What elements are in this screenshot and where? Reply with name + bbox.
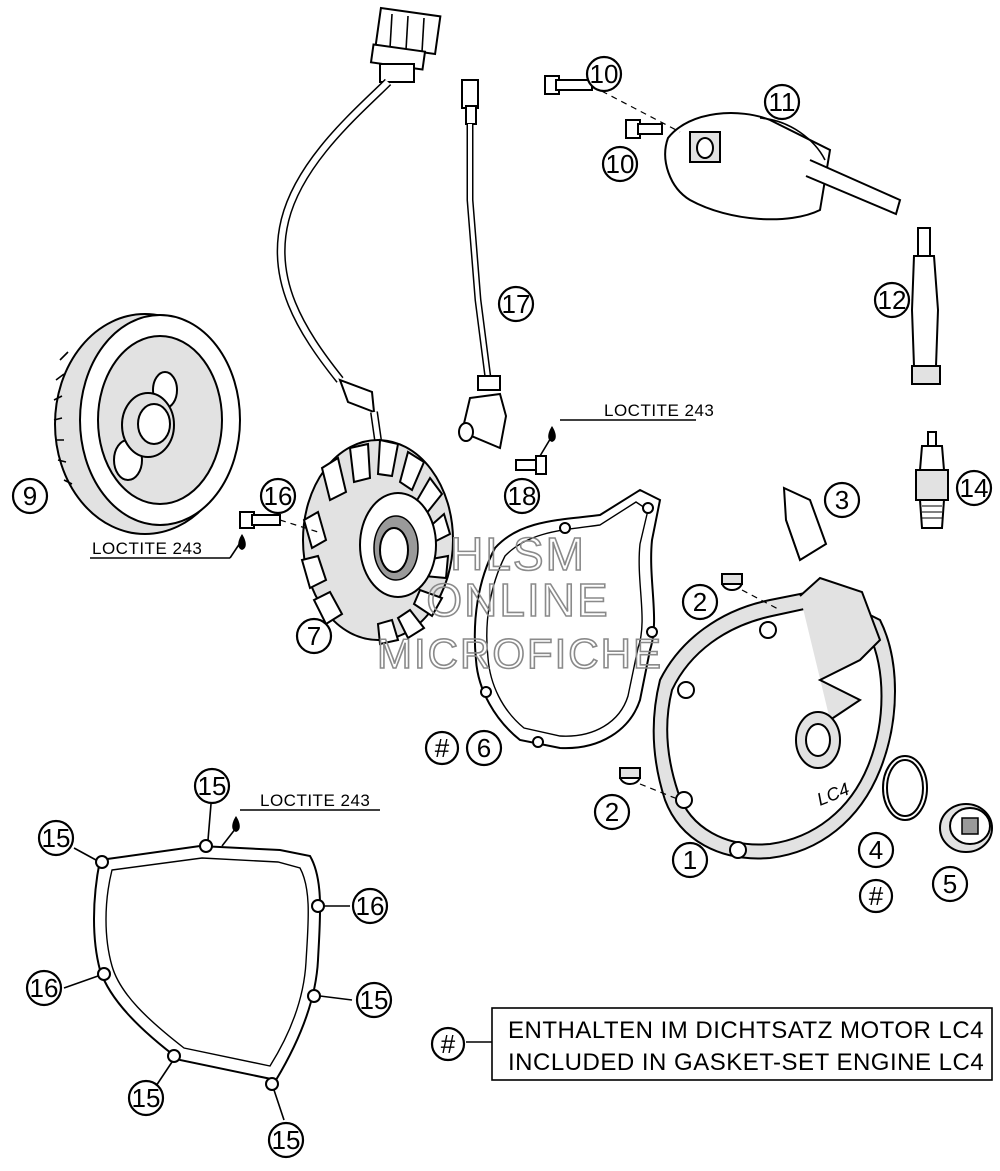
o-ring <box>882 755 928 821</box>
svg-text:3: 3 <box>835 485 849 515</box>
watermark-line-2: ONLINE <box>426 574 609 626</box>
callout-11: 11 <box>763 83 801 121</box>
svg-text:16: 16 <box>264 481 293 511</box>
svg-text:16: 16 <box>356 891 385 921</box>
callout-4-hash: # <box>858 878 894 914</box>
svg-text:17: 17 <box>502 289 531 319</box>
stator-cover-gasket <box>93 839 325 1091</box>
callout-16-left: 16 <box>25 969 63 1007</box>
legend-line-1: ENTHALTEN IM DICHTSATZ MOTOR LC4 <box>508 1017 984 1044</box>
callout-6-hash: # <box>424 730 460 766</box>
loctite-label-left: LOCTITE 243 <box>92 539 202 558</box>
callout-5: 5 <box>931 865 969 903</box>
legend: # ENTHALTEN IM DICHTSATZ MOTOR LC4 INCLU… <box>430 1007 993 1081</box>
callout-17: 17 <box>497 285 535 323</box>
cable-guide-clip <box>782 486 828 562</box>
svg-text:#: # <box>435 733 450 763</box>
adhesive-drop-icon <box>232 816 240 832</box>
svg-text:11: 11 <box>769 87 796 117</box>
flywheel-rotor <box>53 313 241 535</box>
generator-cover-gasket <box>473 488 662 750</box>
svg-text:15: 15 <box>272 1125 301 1155</box>
callout-3: 3 <box>823 481 861 519</box>
legend-symbol-circle <box>430 1026 466 1062</box>
callout-16-right: 16 <box>351 887 389 925</box>
loctite-note-left: LOCTITE 243 <box>90 534 246 559</box>
callout-16-stator: 16 <box>259 477 297 515</box>
legend-symbol: # <box>441 1029 456 1059</box>
pickup-sensor-lead <box>458 79 508 450</box>
dowel-pin-upper <box>721 573 781 611</box>
svg-text:15: 15 <box>198 771 227 801</box>
callout-2-lower: 2 <box>593 793 631 831</box>
svg-text:15: 15 <box>42 823 71 853</box>
leader-lines <box>63 803 353 1121</box>
svg-text:14: 14 <box>960 473 989 503</box>
callout-15-top: 15 <box>193 767 231 805</box>
stator-screw <box>239 511 319 533</box>
callout-14: 14 <box>955 469 993 507</box>
callout-4: 4 <box>857 831 895 869</box>
svg-text:5: 5 <box>943 869 957 899</box>
callout-6: 6 <box>465 729 503 767</box>
legend-line-2: INCLUDED IN GASKET-SET ENGINE LC4 <box>508 1049 984 1076</box>
loctite-label-bottom: LOCTITE 243 <box>260 791 370 810</box>
svg-text:12: 12 <box>878 285 907 315</box>
svg-text:7: 7 <box>307 621 321 651</box>
svg-text:18: 18 <box>508 481 537 511</box>
stator <box>300 438 454 646</box>
adhesive-drop-icon <box>238 534 246 550</box>
svg-text:#: # <box>869 881 884 911</box>
svg-text:2: 2 <box>605 797 619 827</box>
watermark-line-3: MICROFICHE <box>377 630 663 677</box>
spark-plug-connector <box>910 227 941 385</box>
svg-text:10: 10 <box>590 59 619 89</box>
callouts: 1 2 2 3 4 # 5 # 6 7 9 10 10 11 12 14 15 … <box>11 55 993 1159</box>
svg-text:6: 6 <box>477 733 491 763</box>
callout-12: 12 <box>873 281 911 319</box>
svg-text:4: 4 <box>869 835 883 865</box>
watermark: HLSM ONLINE MICROFICHE <box>376 527 663 678</box>
svg-text:15: 15 <box>132 1083 161 1113</box>
callout-15-left: 15 <box>37 819 75 857</box>
generator-cover: LC4 <box>652 576 896 860</box>
dowel-pin-lower <box>619 767 681 801</box>
screw-plug <box>939 803 993 853</box>
svg-text:1: 1 <box>683 845 697 875</box>
spark-plug <box>915 431 949 529</box>
svg-text:2: 2 <box>693 587 707 617</box>
callout-15-right: 15 <box>355 981 393 1019</box>
ignition-coil <box>544 75 902 221</box>
callout-7: 7 <box>295 617 333 655</box>
callout-10-upper: 10 <box>585 55 623 93</box>
svg-text:10: 10 <box>606 149 635 179</box>
stator-wiring-harness <box>276 6 442 441</box>
loctite-label-top: LOCTITE 243 <box>604 401 714 420</box>
svg-text:16: 16 <box>30 973 59 1003</box>
callout-18: 18 <box>503 477 541 515</box>
loctite-note-bottom: LOCTITE 243 <box>221 791 380 847</box>
callout-15-bottom-left: 15 <box>127 1079 165 1117</box>
callout-2-upper: 2 <box>681 583 719 621</box>
svg-text:9: 9 <box>23 481 37 511</box>
loctite-note-top: LOCTITE 243 <box>539 401 714 457</box>
callout-10-lower: 10 <box>601 145 639 183</box>
callout-9: 9 <box>11 477 49 515</box>
pickup-screw <box>515 455 547 475</box>
svg-text:15: 15 <box>360 985 389 1015</box>
callout-1: 1 <box>671 841 709 879</box>
callout-15-bottom: 15 <box>267 1121 305 1159</box>
watermark-line-1: HLSM <box>450 528 586 580</box>
